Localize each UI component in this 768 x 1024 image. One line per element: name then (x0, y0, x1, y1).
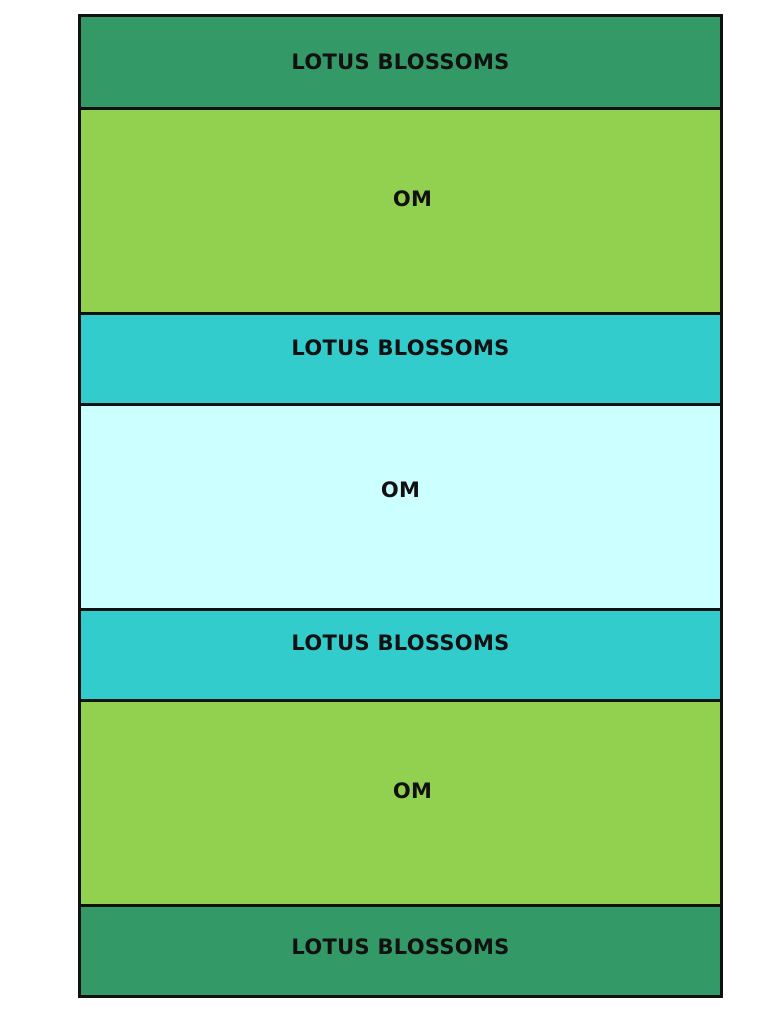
striped-panel: LOTUS BLOSSOMS OM LOTUS BLOSSOMS OM LOTU… (78, 14, 723, 998)
band-label: LOTUS BLOSSOMS (291, 631, 510, 655)
band-om-middle: OM (81, 406, 720, 608)
band-lotus-blossoms-top: LOTUS BLOSSOMS (81, 17, 720, 107)
band-label: LOTUS BLOSSOMS (291, 935, 510, 959)
band-om-upper: OM (81, 110, 720, 312)
band-lotus-blossoms-third: LOTUS BLOSSOMS (81, 611, 720, 699)
band-lotus-blossoms-bottom: LOTUS BLOSSOMS (81, 907, 720, 995)
band-label: OM (392, 187, 433, 211)
band-label: LOTUS BLOSSOMS (291, 336, 510, 360)
band-label: OM (392, 779, 433, 803)
band-om-lower: OM (81, 702, 720, 904)
band-label: OM (380, 478, 421, 502)
band-lotus-blossoms-second: LOTUS BLOSSOMS (81, 315, 720, 403)
band-label: LOTUS BLOSSOMS (291, 50, 510, 74)
